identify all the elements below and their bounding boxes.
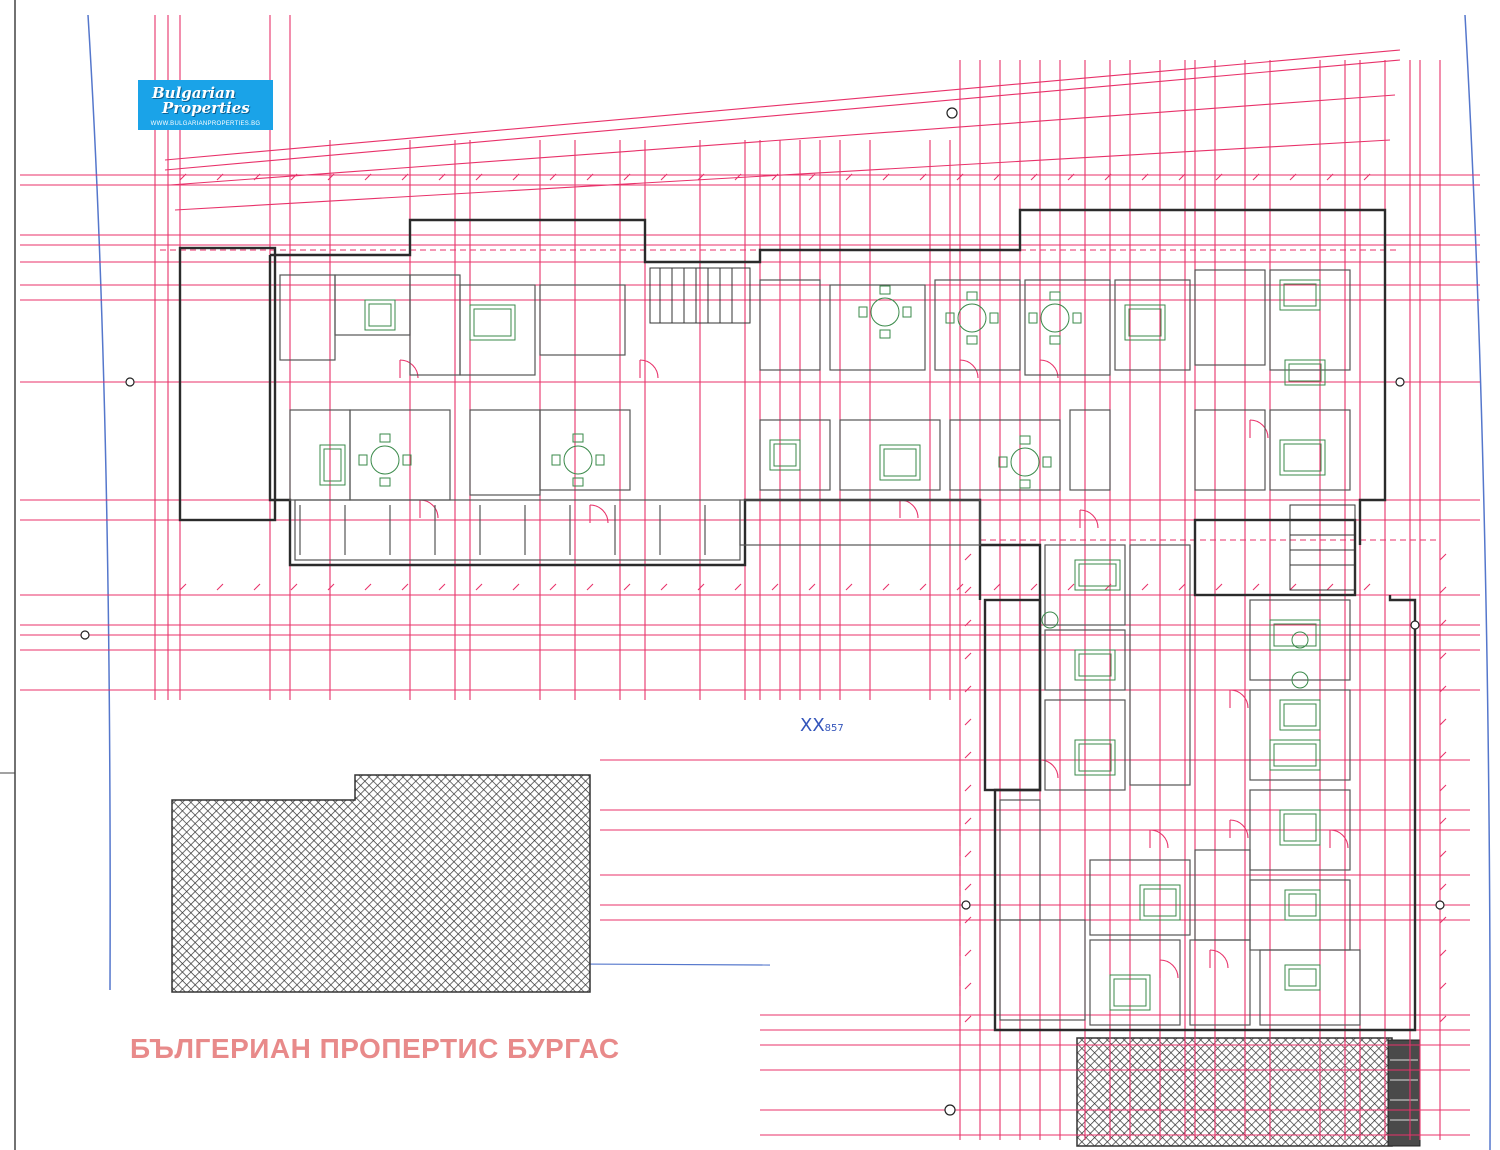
logo-text-line2: Properties: [162, 99, 250, 117]
plot-label-sub: 857: [824, 723, 844, 734]
company-caption: БЪЛГЕРИАН ПРОПЕРТИС БУРГАС: [130, 1033, 620, 1064]
plot-label-main: XX857: [800, 715, 844, 736]
neighbour-building-hatched: [171, 774, 591, 993]
furniture-symbols: [319, 279, 1326, 1011]
brand-logo[interactable]: Bulgarian Properties WWW.BULGARIANPROPER…: [138, 80, 273, 130]
boundary-curve-right: [1464, 14, 1491, 1150]
logo-text-line1: Bulgarian: [152, 84, 236, 102]
staircase: [649, 267, 1356, 591]
boundary-curve-left: [87, 14, 111, 991]
logo-url: WWW.BULGARIANPROPERTIES.BG: [150, 121, 261, 127]
interior-walls: [279, 269, 1361, 1026]
plot-label-text: XX: [800, 715, 825, 736]
axis-markers: [80, 107, 1445, 1116]
